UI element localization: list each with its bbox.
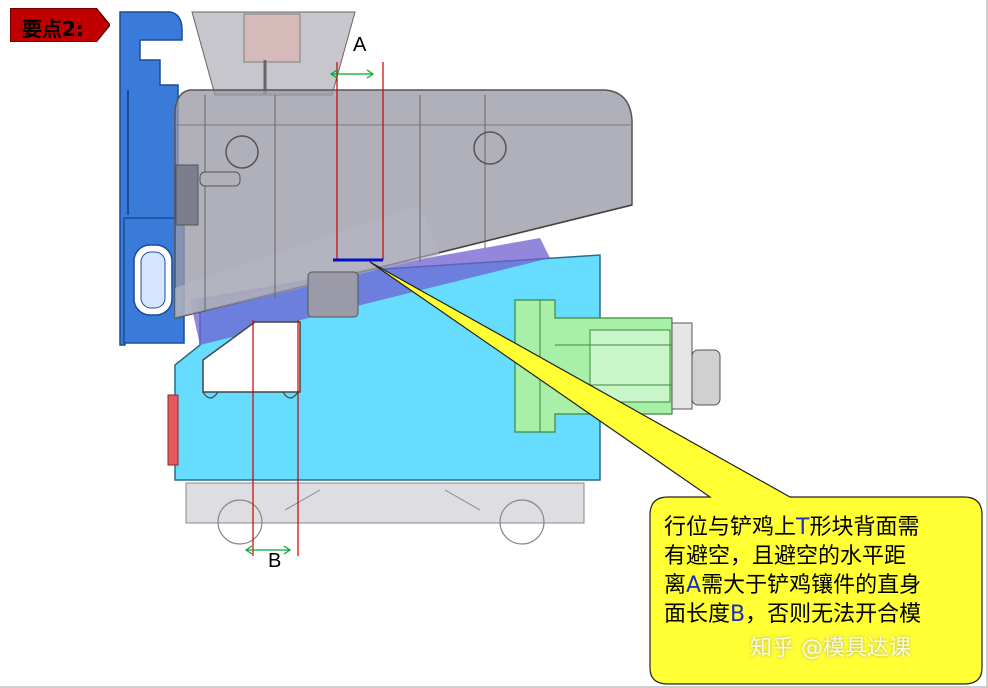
callout-line-4-highlight: B	[730, 602, 746, 627]
key-point-label: 要点2:	[22, 17, 84, 41]
callout-line-1: 行位与铲鸡上T形块背面需	[664, 513, 964, 542]
callout-line-4: 面长度B，否则无法开合模	[664, 600, 964, 629]
green-cylinder	[514, 299, 721, 433]
label-b: B	[268, 550, 282, 572]
callout-line-4-pre: 面长度	[664, 602, 731, 627]
heel-block	[174, 89, 633, 319]
label-a: A	[353, 34, 367, 56]
base-plate	[185, 482, 585, 545]
dimension-b	[244, 320, 299, 556]
callout-line-3-highlight: A	[686, 573, 702, 598]
top-column	[191, 11, 356, 96]
callout-line-3-pre: 离	[664, 573, 687, 598]
blue-bracket	[119, 11, 185, 346]
callout-line-4-post: ，否则无法开合模	[745, 602, 922, 627]
callout-text: 行位与铲鸡上T形块背面需 有避空，且避空的水平距 离A需大于铲鸡镶件的直身 面长…	[664, 513, 964, 629]
callout-bubble	[369, 261, 983, 685]
slider-block	[167, 238, 601, 481]
watermark: 知乎 @模具达课	[750, 636, 911, 661]
key-point-tag: 要点2:	[10, 8, 110, 42]
t-slot-pocket	[202, 321, 301, 399]
callout-line-1-post: 形块背面需	[809, 515, 920, 540]
dimension-a	[329, 62, 384, 262]
callout-line-3: 离A需大于铲鸡镶件的直身	[664, 571, 964, 600]
callout-line-2: 有避空，且避空的水平距	[664, 544, 907, 569]
callout-line-1-highlight: T	[796, 515, 810, 540]
callout-line-1-pre: 行位与铲鸡上	[664, 515, 797, 540]
callout-line-3-post: 需大于铲鸡镶件的直身	[701, 573, 922, 598]
tag-arrow-shape	[10, 8, 110, 42]
